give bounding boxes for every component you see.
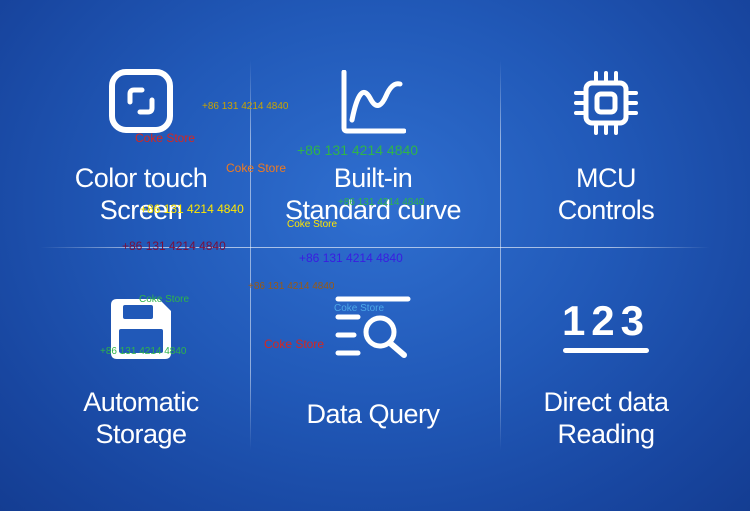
floppy-disk-icon	[109, 297, 173, 366]
feature-label-line-2: Standard curve	[284, 195, 462, 225]
watermark-phone: +86 131 4214 4840	[202, 101, 289, 112]
watermark-phone: +86 131 4214 4840	[297, 142, 419, 158]
chip-icon	[573, 70, 639, 141]
feature-label: MCU Controls	[481, 162, 731, 226]
watermark-phone: +86 131 4214 4840	[100, 346, 187, 357]
feature-label-line-1: Direct data	[543, 387, 669, 417]
watermark-store: Coke Store	[226, 161, 287, 175]
digits-text: 123	[561, 297, 651, 344]
feature-label-line-2: Controls	[557, 195, 655, 225]
watermark-store: Coke Store	[139, 294, 190, 305]
digits-underline	[563, 348, 649, 353]
feature-label-line-1: Built-in	[333, 163, 413, 193]
feature-label: Data Query	[248, 398, 498, 430]
watermark-phone: +86 131 4214 4840	[122, 239, 226, 253]
watermark-store: Coke Store	[334, 303, 385, 314]
feature-label-line-1: Color touch	[74, 163, 208, 193]
watermark-store: Coke Store	[135, 131, 196, 145]
feature-label: Built-in Standard curve	[248, 162, 498, 226]
watermark-store: Coke Store	[287, 219, 338, 230]
curve-graph-icon	[340, 69, 407, 139]
feature-label: Automatic Storage	[16, 386, 266, 450]
watermark-phone: +86 131 4214 4840	[248, 281, 335, 292]
feature-label: Color touch Screen	[16, 162, 266, 226]
feature-label-line-2: Storage	[95, 419, 187, 449]
vertical-divider-right	[500, 60, 501, 450]
watermark-phone: +86 131 4214 4840	[299, 251, 403, 265]
horizontal-divider	[40, 247, 710, 248]
watermark-phone: +86 131 4214 4840	[338, 197, 425, 208]
feature-label: Direct data Reading	[481, 386, 731, 450]
watermark-store: Coke Store	[264, 337, 325, 351]
touch-screen-frame-icon	[108, 68, 174, 139]
feature-label-line-1: Automatic	[83, 387, 199, 417]
digits-123-icon: 123	[561, 300, 651, 353]
feature-label-line-1: Data Query	[306, 399, 440, 429]
feature-label-line-2: Screen	[99, 195, 183, 225]
watermark-phone: +86 131 4214 4840	[140, 202, 244, 216]
search-list-icon	[334, 295, 412, 364]
feature-label-line-1: MCU	[576, 163, 637, 193]
feature-label-line-2: Reading	[557, 419, 655, 449]
vertical-divider-left	[250, 60, 251, 450]
